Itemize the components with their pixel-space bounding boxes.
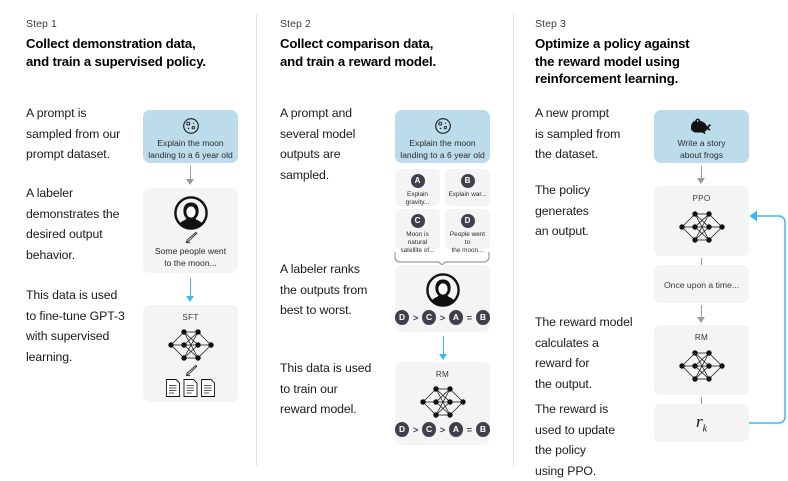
step-1-label: Step 1 xyxy=(26,18,57,30)
step-2-title: Collect comparison data, and train a rew… xyxy=(280,36,437,69)
moon-icon xyxy=(182,117,200,135)
step-3-paragraph-4: The reward is used to update the policy … xyxy=(535,402,615,478)
neural-network-icon xyxy=(675,207,729,247)
output-badge-c: C xyxy=(410,214,425,228)
rank-op-3: = xyxy=(466,312,473,323)
output-badge-b: B xyxy=(460,174,475,188)
step-3-output-card[interactable]: Once upon a time... xyxy=(654,265,749,303)
step-1-paragraph-1: A prompt is sampled from our prompt data… xyxy=(26,106,121,161)
step-1-labeler-card[interactable]: Some people went to the moon... xyxy=(143,188,238,273)
step-3-prompt-text: Write a story about frogs xyxy=(677,138,726,160)
step-1-sft-card[interactable]: SFT xyxy=(143,305,238,402)
step-2-paragraph-2: A labeler ranks the outputs from best to… xyxy=(280,262,368,317)
rm-label: RM xyxy=(694,333,709,342)
rank-op-2: > xyxy=(439,312,446,323)
neural-network-icon xyxy=(164,325,218,365)
step-3-rm-card[interactable]: RM xyxy=(654,325,749,395)
rank-badge-2: C xyxy=(421,422,437,437)
reward-subscript: k xyxy=(702,423,708,435)
arrow-prompt-to-ppo xyxy=(696,166,706,186)
sft-label: SFT xyxy=(182,313,199,322)
step-3-paragraph-3: The reward model calculates a reward for… xyxy=(535,315,633,391)
arrow-labeler-to-sft xyxy=(185,278,195,304)
step-2-rm-card[interactable]: RM xyxy=(394,362,491,445)
step-2-prompt-card[interactable]: Explain the moon landing to a 6 year old xyxy=(395,110,490,163)
output-card-c[interactable]: C Moon is natural satellite of... xyxy=(395,209,440,254)
step-2-column: Step 2 Collect comparison data, and trai… xyxy=(256,0,513,479)
ranking-row-rm: D > C > A = B xyxy=(394,422,491,437)
frog-icon xyxy=(690,118,713,134)
feedback-loop-arrow xyxy=(743,206,788,431)
step-2-labeler-card[interactable]: D > C > A = B xyxy=(394,265,491,332)
step-1-title: Collect demonstration data, and train a … xyxy=(26,36,206,69)
rank-op-3: = xyxy=(466,424,473,435)
output-text-d: People went to the moon... xyxy=(449,231,486,254)
ppo-label: PPO xyxy=(692,194,711,203)
output-card-a[interactable]: A Explain gravity... xyxy=(395,169,440,206)
ranking-row-labeler: D > C > A = B xyxy=(394,310,491,325)
moon-icon xyxy=(434,117,452,135)
step-3-prompt-card[interactable]: Write a story about frogs xyxy=(654,110,749,163)
reward-symbol: r xyxy=(695,412,703,431)
step-2-prompt-text: Explain the moon landing to a 6 year old xyxy=(400,138,485,160)
documents-icon xyxy=(165,378,217,398)
step-1-prompt-text: Explain the moon landing to a 6 year old xyxy=(148,138,233,160)
labeler-avatar-icon xyxy=(173,196,208,230)
rank-badge-3: A xyxy=(448,422,464,437)
rm-label: RM xyxy=(435,370,450,379)
neural-network-icon xyxy=(675,346,729,386)
rank-op-2: > xyxy=(439,424,446,435)
step-2-paragraph-3: This data is used to train our reward mo… xyxy=(280,361,372,416)
step-3-output-text: Once upon a time... xyxy=(664,280,739,290)
output-card-d[interactable]: D People went to the moon... xyxy=(445,209,490,254)
pencil-icon xyxy=(184,364,198,377)
rank-badge-2: C xyxy=(421,310,437,325)
step-3-paragraph-1: A new prompt is sampled from the dataset… xyxy=(535,106,621,161)
arrow-prompt-to-labeler xyxy=(185,166,195,186)
step-2-label: Step 2 xyxy=(280,18,311,30)
step-3-column: Step 3 Optimize a policy against the rew… xyxy=(513,0,788,479)
step-1-paragraph-3: This data is used to fine-tune GPT-3 wit… xyxy=(26,288,125,364)
rank-badge-3: A xyxy=(448,310,464,325)
pencil-icon xyxy=(184,231,198,244)
column-divider-1 xyxy=(256,14,257,466)
step-1-paragraph-2: A labeler demonstrates the desired outpu… xyxy=(26,186,120,262)
rank-op-1: > xyxy=(412,312,419,323)
rank-op-1: > xyxy=(412,424,419,435)
step-3-ppo-card[interactable]: PPO xyxy=(654,186,749,256)
output-text-c: Moon is natural satellite of... xyxy=(400,231,435,254)
output-text-b: Explain war... xyxy=(448,191,487,198)
output-badge-a: A xyxy=(410,174,425,188)
rank-badge-4: B xyxy=(475,422,491,437)
reward-value: rk xyxy=(654,412,749,434)
step-3-reward-card[interactable]: rk xyxy=(654,404,749,442)
step-3-title: Optimize a policy against the reward mod… xyxy=(535,36,690,86)
arrow-output-to-rm xyxy=(696,305,706,325)
step-3-label: Step 3 xyxy=(535,18,566,30)
arrow-ranking-to-rm xyxy=(438,336,448,362)
rank-badge-4: B xyxy=(475,310,491,325)
output-badge-d: D xyxy=(460,214,475,228)
output-card-b[interactable]: B Explain war... xyxy=(445,169,490,206)
step-1-labeler-text: Some people went to the moon... xyxy=(154,246,227,268)
labeler-avatar-icon xyxy=(425,273,460,307)
output-text-a: Explain gravity... xyxy=(405,191,430,206)
step-1-column: Step 1 Collect demonstration data, and t… xyxy=(0,0,256,479)
neural-network-icon xyxy=(416,382,470,422)
column-divider-2 xyxy=(513,14,514,466)
rank-badge-1: D xyxy=(394,310,410,325)
step-1-prompt-card[interactable]: Explain the moon landing to a 6 year old xyxy=(143,110,238,163)
rank-badge-1: D xyxy=(394,422,410,437)
step-2-paragraph-1: A prompt and several model outputs are s… xyxy=(280,106,356,182)
step-3-paragraph-2: The policy generates an output. xyxy=(535,183,591,238)
